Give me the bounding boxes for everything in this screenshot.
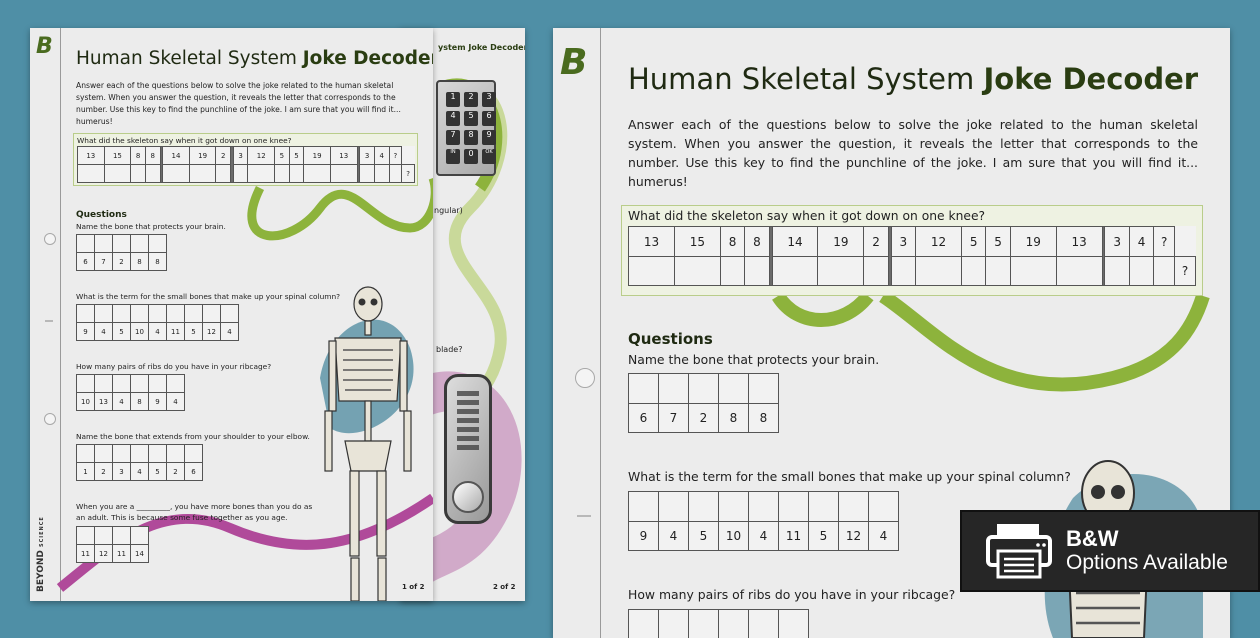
worksheet-page-1-zoomed: B Human Skeletal System Joke Decoder Ans… (553, 28, 1230, 638)
worksheet-title: Human Skeletal System Joke Decoder (628, 62, 1199, 96)
keypad-illustration: 1 2 3 4 5 6 7 8 9 IN 0 OK (436, 80, 496, 176)
worksheet-intro: Answer each of the questions below to so… (76, 81, 401, 126)
keypad-key: 8 (464, 130, 478, 145)
keypad-key: IN (446, 149, 460, 164)
question-label: When you are a _________, you have more … (76, 502, 313, 522)
brand-logo: B (560, 42, 588, 83)
keypad-key: 0 (464, 149, 478, 164)
question-label: How many pairs of ribs do you have in yo… (628, 587, 956, 602)
questions-heading: Questions (628, 330, 713, 348)
keypad-key: 2 (464, 92, 478, 107)
worksheet-title: Human Skeletal System Joke Decoder (76, 48, 433, 69)
page-2-fragment: blade? (436, 345, 463, 354)
questions-heading: Questions (76, 210, 127, 220)
joke-box: What did the skeleton say when it got do… (621, 205, 1203, 296)
badge-text: B&W Options Available (1066, 527, 1228, 575)
punch-mark (577, 515, 591, 517)
question-label: Name the bone that protects your brain. (76, 222, 226, 231)
page-2-fragment: ngular) (434, 206, 463, 215)
joke-question: What did the skeleton say when it got do… (628, 209, 986, 223)
keypad-key: 7 (446, 130, 460, 145)
bw-options-badge: B&W Options Available (960, 510, 1260, 592)
joke-answers-row[interactable]: ? (77, 164, 415, 183)
page-1-footer: 1 of 2 (402, 583, 425, 591)
punch-hole (44, 233, 56, 245)
badge-line-2: Options Available (1066, 551, 1228, 574)
badge-line-1: B&W (1066, 526, 1119, 551)
keypad-key: 5 (464, 111, 478, 126)
question-label: How many pairs of ribs do you have in yo… (76, 362, 272, 371)
binder-gutter (30, 28, 61, 601)
keypad-key: 3 (482, 92, 496, 107)
punch-hole (575, 368, 595, 388)
question-label: Name the bone that protects your brain. (628, 352, 880, 367)
joke-answers-row[interactable]: ? (628, 256, 1196, 286)
question-label: Name the bone that extends from your sho… (76, 432, 310, 441)
page-2-footer: 2 of 2 (493, 583, 516, 591)
page-2-title: ystem Joke Decoder (438, 43, 525, 52)
binder-gutter (553, 28, 601, 638)
joke-box: What did the skeleton say when it got do… (73, 133, 418, 186)
punch-mark (45, 320, 53, 322)
keypad-key: 6 (482, 111, 496, 126)
answer-grid[interactable] (628, 609, 809, 638)
door-lock-illustration (444, 374, 492, 524)
printer-icon (986, 524, 1052, 579)
brand-logo: B (36, 34, 53, 59)
keypad-key: 9 (482, 130, 496, 145)
question-label: What is the term for the small bones tha… (628, 469, 1071, 484)
punch-hole (44, 413, 56, 425)
question-label: What is the term for the small bones tha… (76, 292, 341, 301)
keypad-key: OK (482, 149, 496, 164)
worksheet-intro: Answer each of the questions below to so… (628, 117, 1198, 189)
keypad-key: 4 (446, 111, 460, 126)
skeleton-illustration (324, 286, 412, 601)
joke-question: What did the skeleton say when it got do… (77, 136, 292, 145)
keypad-key: 1 (446, 92, 460, 107)
worksheet-page-1: B BEYOND SCIENCE Human Skeletal System J… (30, 28, 433, 601)
